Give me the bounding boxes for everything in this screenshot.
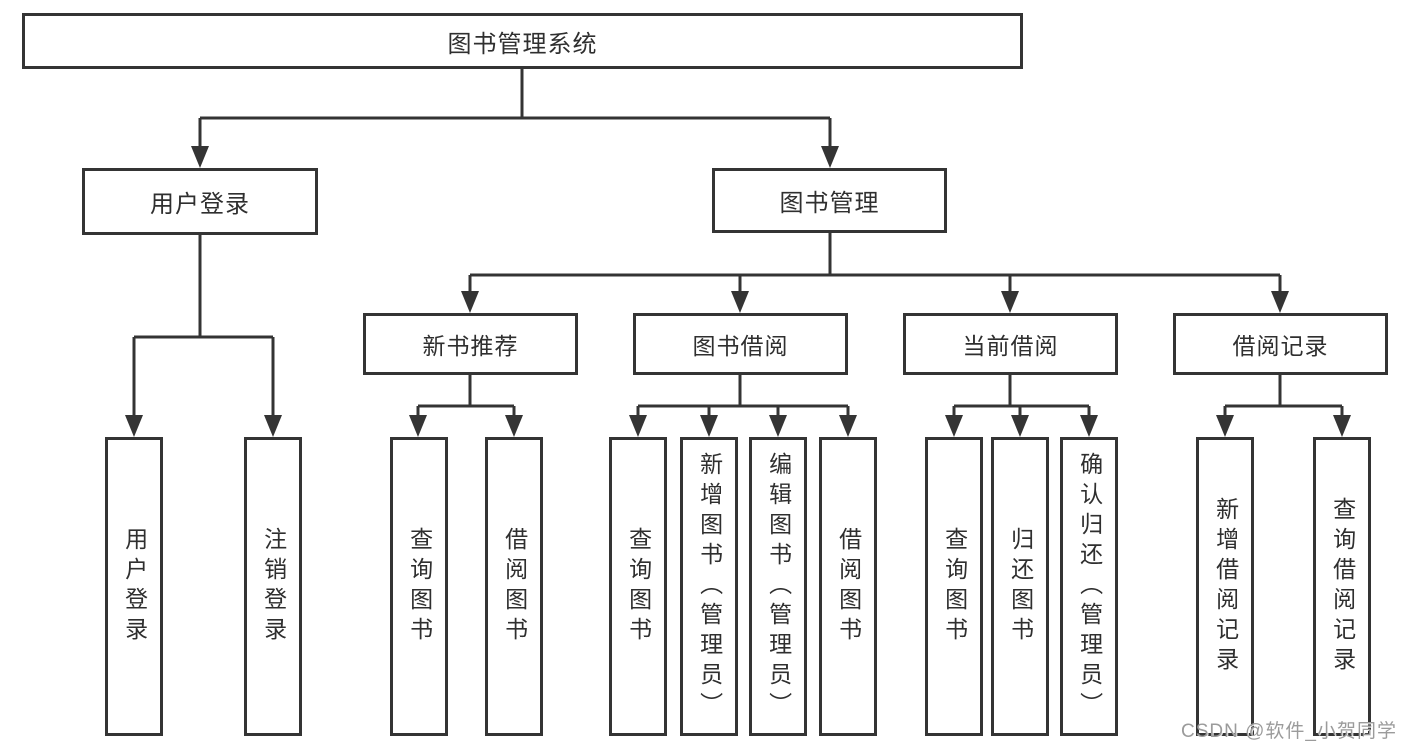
leaf-user-login-label: 用户登录 <box>121 526 148 647</box>
node-borrowing-records-label: 借阅记录 <box>1232 333 1329 359</box>
node-book-management: 图书管理 <box>712 168 947 233</box>
leaf-add-borrow-record: 新增借阅记录 <box>1196 437 1254 736</box>
connectors-borrowing <box>636 375 850 416</box>
leaf-confirm-return-admin-label: 确认归还（管理员） <box>1076 451 1103 722</box>
node-book-borrowing-label: 图书借阅 <box>692 333 789 359</box>
node-user-login-label: 用户登录 <box>150 191 250 218</box>
leaf-query-books-recommend: 查询图书 <box>390 437 448 736</box>
connectors-recommendation <box>416 375 516 416</box>
node-book-management-label: 图书管理 <box>779 190 880 217</box>
leaf-logout: 注销登录 <box>244 437 302 736</box>
leaf-query-borrow-record: 查询借阅记录 <box>1313 437 1371 736</box>
leaf-return-books-label: 归还图书 <box>1007 526 1034 647</box>
connectors-user-login <box>132 235 275 416</box>
leaf-borrow-books-recommend-label: 借阅图书 <box>501 526 528 647</box>
node-user-login: 用户登录 <box>82 168 318 235</box>
leaf-query-books-recommend-label: 查询图书 <box>406 526 433 647</box>
node-new-book-recommendation-label: 新书推荐 <box>422 333 519 359</box>
leaf-edit-books-admin: 编辑图书（管理员） <box>749 437 807 736</box>
csdn-watermark: CSDN @软件_小贺同学 <box>1181 721 1397 742</box>
leaf-add-books-admin-label: 新增图书（管理员） <box>696 451 723 722</box>
node-book-borrowing: 图书借阅 <box>633 313 848 375</box>
node-current-borrowing: 当前借阅 <box>903 313 1118 375</box>
leaf-query-borrow-record-label: 查询借阅记录 <box>1329 496 1356 677</box>
connectors-records <box>1223 375 1344 416</box>
connectors-book-management <box>468 233 1282 293</box>
leaf-confirm-return-admin: 确认归还（管理员） <box>1060 437 1118 736</box>
leaf-query-books-borrow: 查询图书 <box>609 437 667 736</box>
leaf-borrow-books-recommend: 借阅图书 <box>485 437 543 736</box>
leaf-query-books-current-label: 查询图书 <box>941 526 968 647</box>
leaf-user-login: 用户登录 <box>105 437 163 736</box>
leaf-return-books: 归还图书 <box>991 437 1049 736</box>
connectors-current <box>952 375 1091 416</box>
node-new-book-recommendation: 新书推荐 <box>363 313 578 375</box>
leaf-edit-books-admin-label: 编辑图书（管理员） <box>765 451 792 722</box>
node-root-label: 图书管理系统 <box>447 30 598 58</box>
leaf-query-books-borrow-label: 查询图书 <box>625 526 652 647</box>
node-borrowing-records: 借阅记录 <box>1173 313 1388 375</box>
connectors-root <box>198 69 832 148</box>
leaf-query-books-current: 查询图书 <box>925 437 983 736</box>
arrowheads <box>125 146 1351 437</box>
leaf-add-borrow-record-label: 新增借阅记录 <box>1212 496 1239 677</box>
leaf-borrow-books-borrow-label: 借阅图书 <box>835 526 862 647</box>
node-current-borrowing-label: 当前借阅 <box>962 333 1059 359</box>
node-root: 图书管理系统 <box>22 13 1023 69</box>
leaf-borrow-books-borrow: 借阅图书 <box>819 437 877 736</box>
leaf-add-books-admin: 新增图书（管理员） <box>680 437 738 736</box>
leaf-logout-label: 注销登录 <box>260 526 287 647</box>
